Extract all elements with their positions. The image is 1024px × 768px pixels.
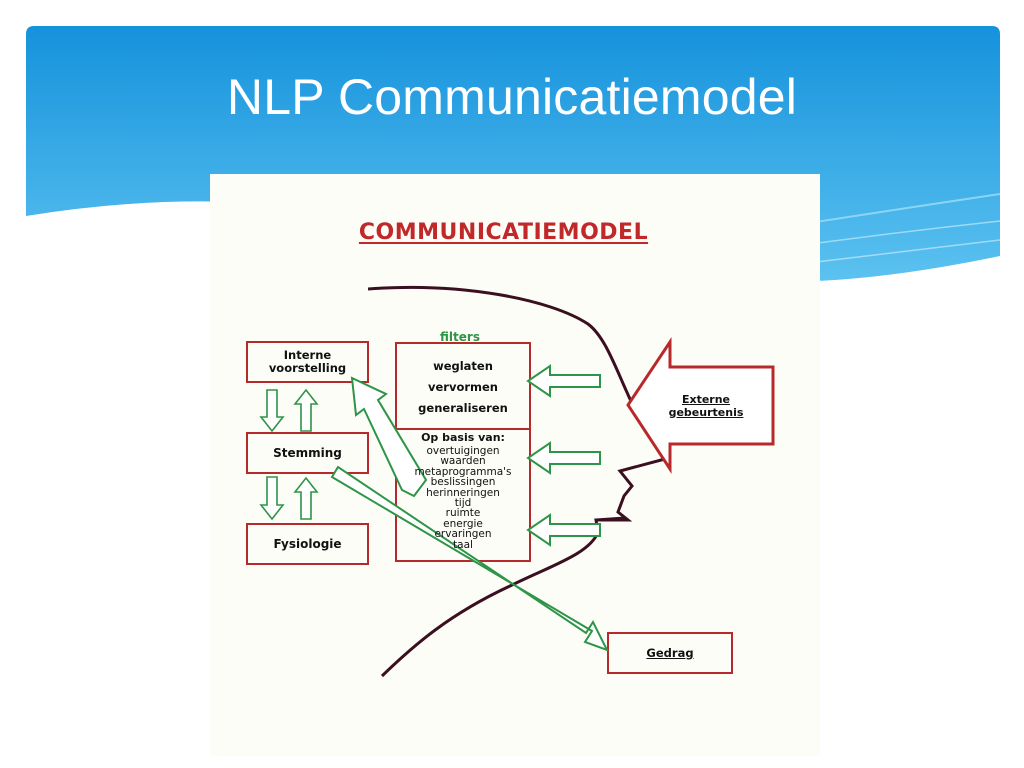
arrow-up-1	[293, 388, 319, 432]
op-basis-item: ruimte	[445, 507, 481, 520]
input-arrow-2	[526, 441, 601, 475]
externe-gebeurtenis-line-1: Externe	[681, 393, 731, 406]
diagram-heading: COMMUNICATIEMODEL	[358, 220, 649, 245]
filters-list: weglaten vervormen generaliseren	[396, 356, 530, 419]
interne-voorstelling-label: Interne voorstelling	[247, 349, 368, 375]
fysiologie-label: Fysiologie	[273, 537, 342, 551]
diagonal-arrow-interne	[350, 376, 428, 498]
op-basis-item: metaprogramma's	[414, 465, 512, 478]
stemming-label: Stemming	[273, 446, 342, 460]
arrow-down-1	[259, 389, 285, 433]
diagram-card: COMMUNICATIEMODEL filters Interne voorst…	[210, 174, 820, 756]
input-arrows	[526, 364, 601, 547]
filter-item: vervormen	[427, 380, 498, 394]
op-basis-item: energie	[443, 517, 483, 530]
chin-line	[595, 516, 626, 522]
externe-gebeurtenis-arrow	[626, 337, 775, 475]
op-basis-item: beslissingen	[430, 476, 496, 489]
interne-voorstelling-line-1: Interne	[283, 348, 332, 362]
input-arrow-3	[526, 513, 601, 547]
vertical-arrows	[259, 388, 319, 521]
interne-voorstelling-line-2: voorstelling	[268, 361, 347, 375]
op-basis-item: taal	[453, 538, 473, 551]
externe-gebeurtenis-label: Externe gebeurtenis	[646, 393, 766, 419]
arrow-up-2	[293, 476, 319, 520]
slide-title: NLP Communicatiemodel	[226, 69, 798, 125]
op-basis-item: herinneringen	[426, 486, 500, 499]
externe-gebeurtenis-line-2: gebeurtenis	[668, 405, 744, 419]
diagonal-arrow-gedrag	[330, 465, 610, 652]
box-op-basis-van	[395, 428, 531, 562]
op-basis-van-title: Op basis van:	[421, 431, 505, 444]
op-basis-item: waarden	[440, 455, 486, 468]
op-basis-item: ervaringen	[434, 528, 492, 541]
filters-label: filters	[440, 330, 480, 344]
filter-item: generaliseren	[418, 401, 508, 415]
diagram-graphics	[246, 285, 775, 678]
box-gedrag	[607, 632, 733, 674]
op-basis-item: overtuigingen	[426, 445, 500, 457]
gedrag-label: Gedrag	[646, 646, 694, 660]
op-basis-van-list: overtuigingen waarden metaprogramma's be…	[396, 445, 530, 551]
head-profile-line	[367, 285, 668, 678]
arrow-down-2	[259, 476, 285, 521]
box-stemming	[246, 432, 369, 474]
box-interne-voorstelling	[246, 341, 369, 383]
op-basis-item: tijd	[454, 497, 472, 510]
filter-item: weglaten	[433, 359, 493, 373]
input-arrow-1	[526, 364, 601, 398]
box-fysiologie	[246, 523, 369, 565]
